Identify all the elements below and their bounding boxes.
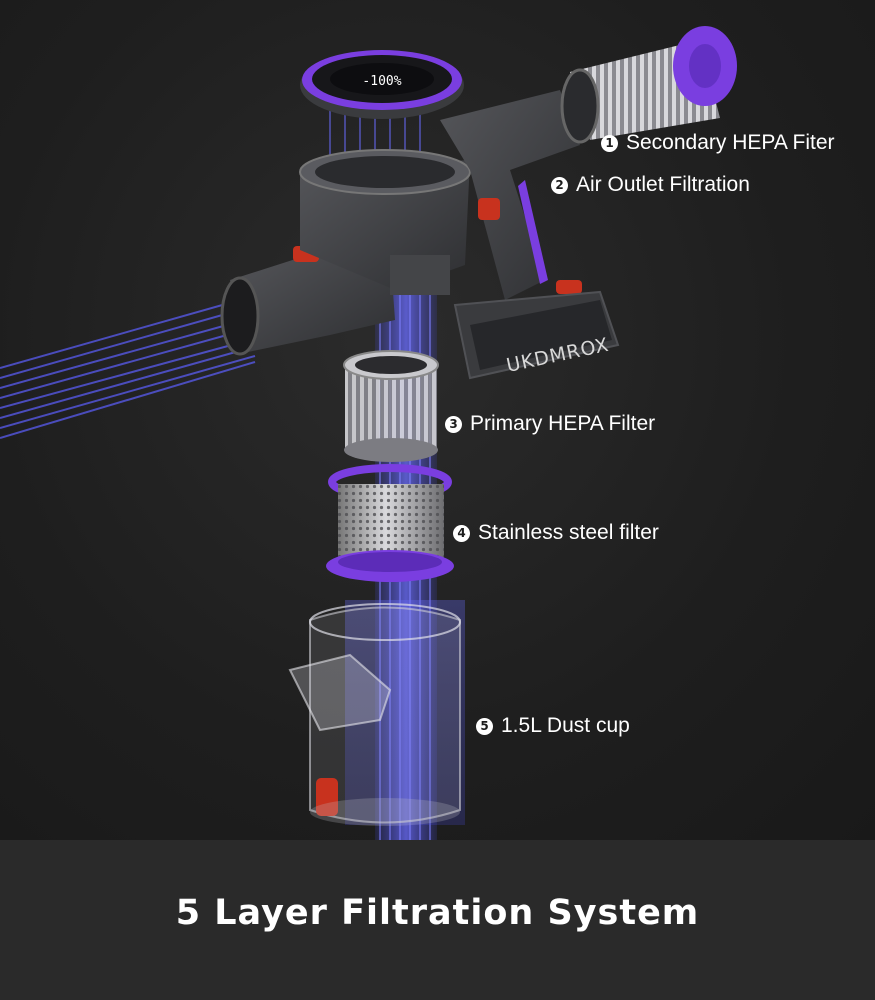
secondary-hepa-filter [560,26,737,144]
callout-label: Stainless steel filter [478,521,659,544]
footer-band [0,840,875,1000]
callout-number-badge: 2 [551,176,568,194]
callout-stainless-steel-filter: 4 Stainless steel filter [453,521,659,545]
callout-label: Air Outlet Filtration [576,173,750,196]
primary-hepa-filter [343,350,439,462]
vacuum-illustration: UKDMROX -100% [0,26,737,840]
callout-label: Secondary HEPA Fiter [626,131,835,154]
intake-airflow [0,299,256,439]
display-reading: -100% [362,74,401,89]
footer-title: 5 Layer Filtration System [175,893,700,933]
callout-number-badge: 4 [453,524,470,542]
digital-display [300,50,464,119]
dust-cup [288,603,461,826]
callout-dust-cup: 5 1.5L Dust cup [476,714,630,738]
handle [440,90,582,300]
callout-number-badge: 3 [445,415,462,433]
callout-secondary-hepa-filter: 1 Secondary HEPA Fiter [601,131,835,155]
callout-number-badge: 1 [601,134,618,152]
callout-label: 1.5L Dust cup [501,714,630,737]
callout-primary-hepa-filter: 3 Primary HEPA Filter [445,412,655,436]
callout-air-outlet-filtration: 2 Air Outlet Filtration [551,173,750,197]
callout-label: Primary HEPA Filter [470,412,656,435]
callout-number-badge: 5 [476,717,493,735]
vacuum-body [299,149,471,295]
battery-pack [453,290,620,380]
stainless-steel-filter [326,464,454,582]
